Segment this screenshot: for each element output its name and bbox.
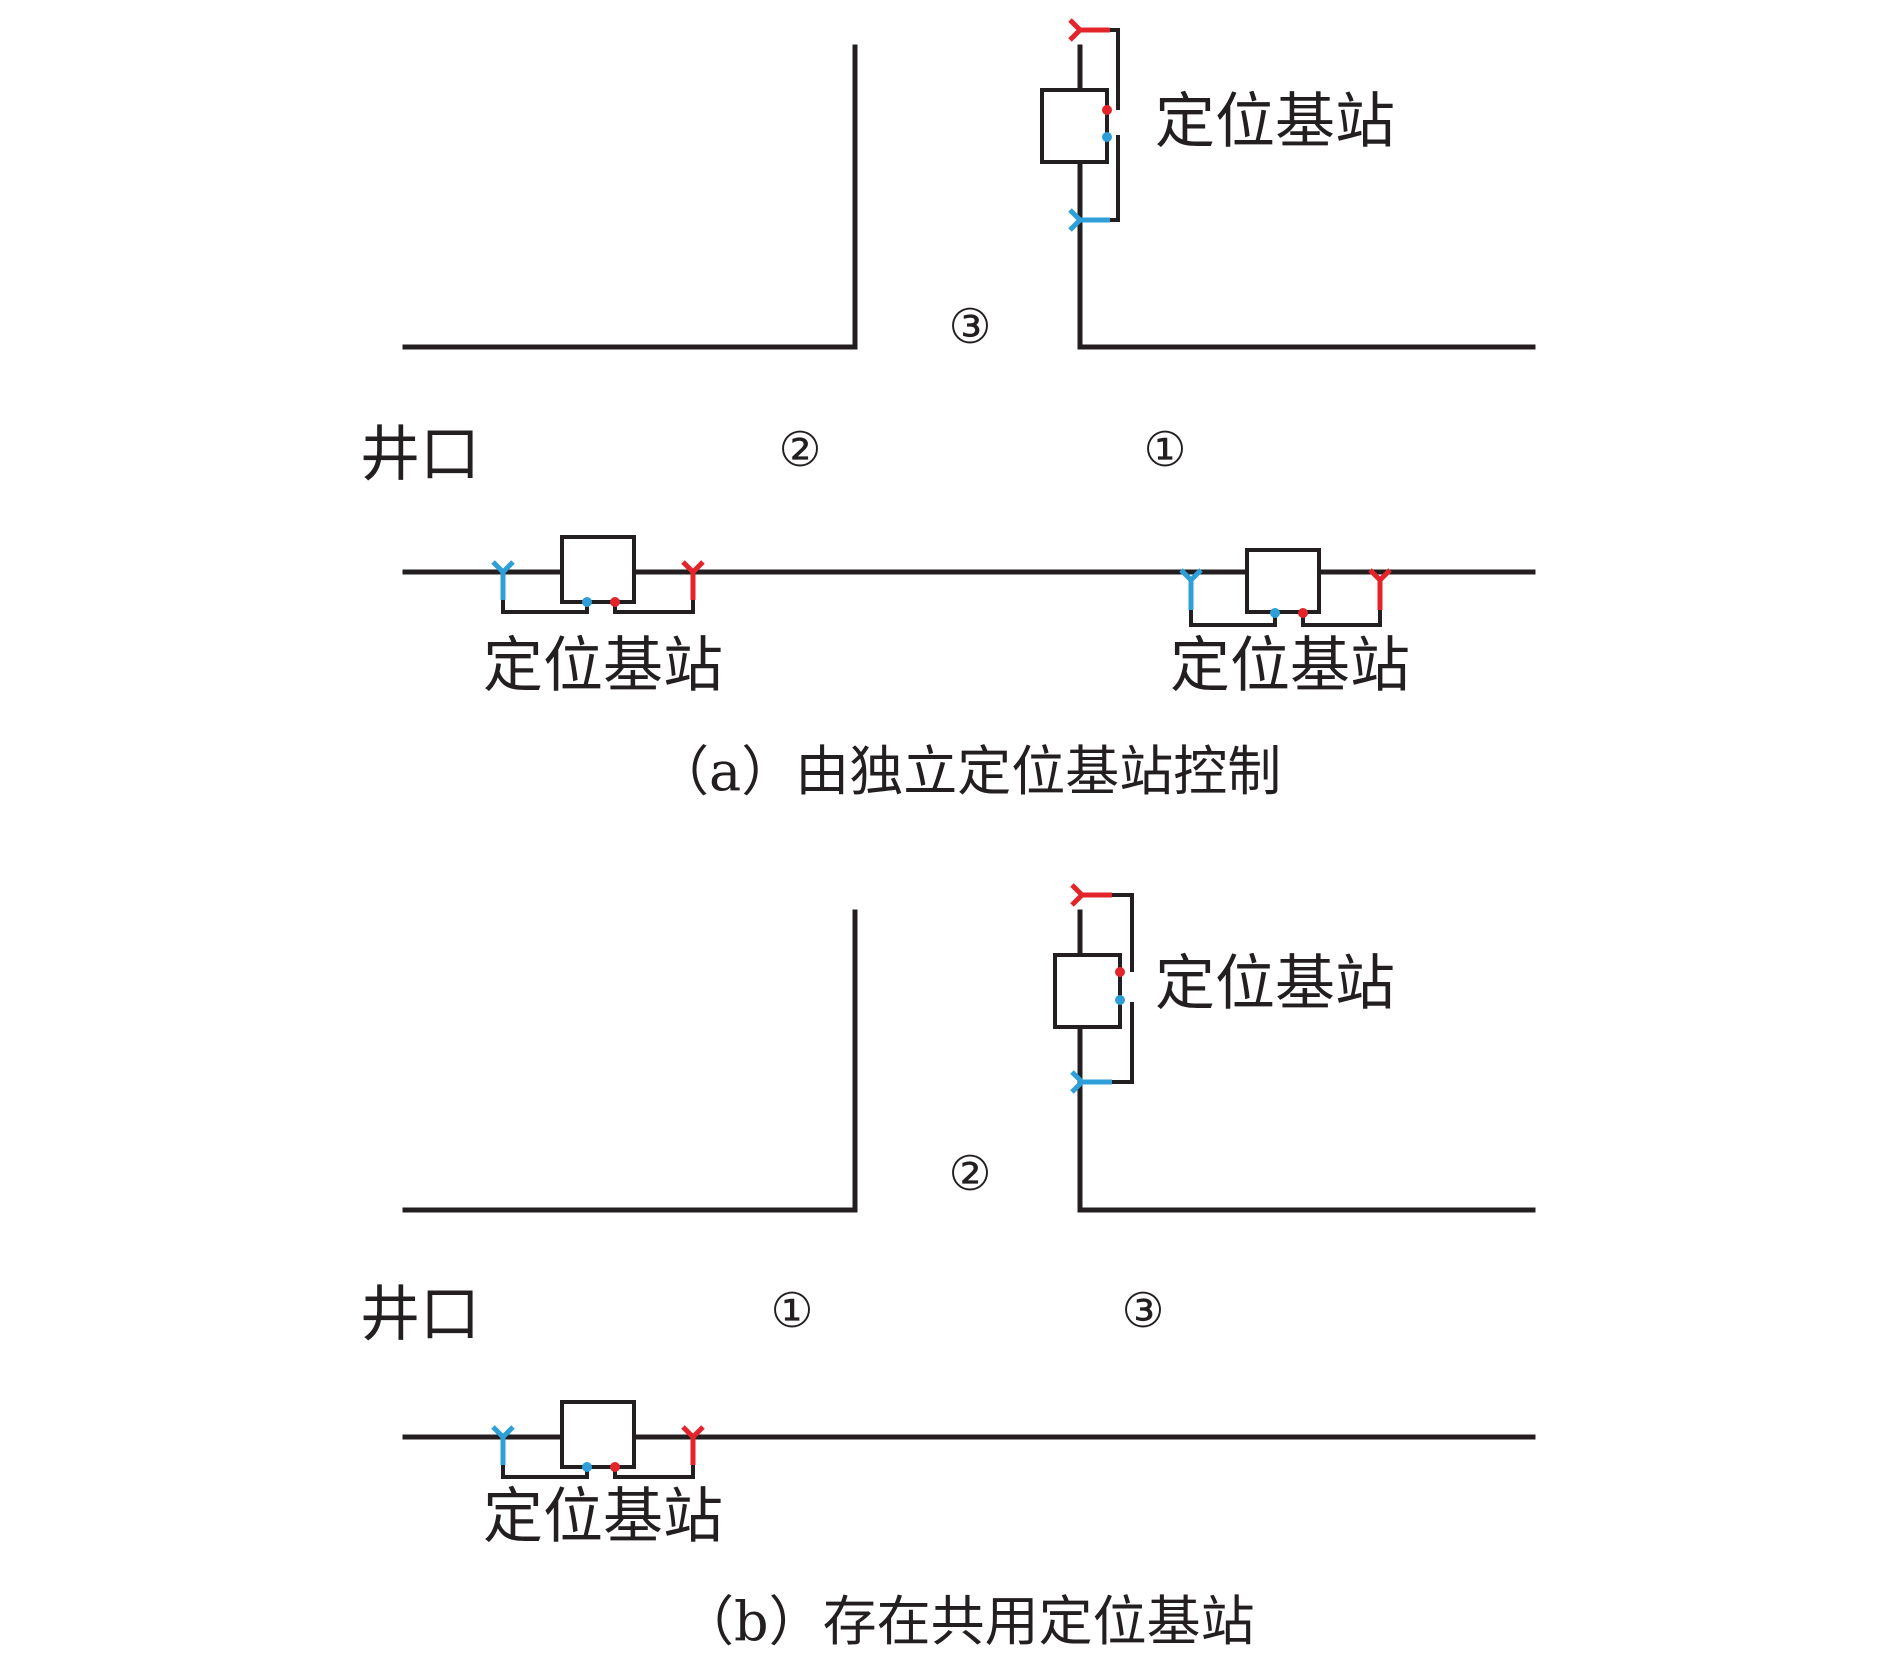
- blue-port-dot: [582, 1462, 592, 1472]
- base-station-left-a: [491, 535, 705, 614]
- base-station-vertical-b: [1053, 883, 1134, 1094]
- red-port-dot: [1102, 105, 1112, 115]
- zone-number-marker: ③: [948, 299, 991, 355]
- shaft-label: 井口: [360, 1280, 480, 1350]
- red-antenna-icon: [1068, 18, 1110, 42]
- zone-number-marker: ③: [1121, 1283, 1164, 1339]
- base-station-left-b: [491, 1400, 705, 1479]
- red-port-dot: [1115, 967, 1125, 977]
- station-label: 定位基站: [483, 631, 723, 701]
- blue-port-dot: [1270, 608, 1280, 618]
- panel-a: 定位基站 定位基站: [360, 18, 1536, 803]
- tunnel-wall-left-a: [402, 44, 858, 350]
- red-antenna-icon: [681, 1425, 705, 1465]
- caption-a: （a）由独立定位基站控制: [655, 740, 1281, 803]
- red-antenna-icon: [681, 560, 705, 600]
- station-label: 定位基站: [1170, 631, 1410, 701]
- red-antenna-icon: [1368, 568, 1392, 610]
- tunnel-wall-left-b: [402, 909, 858, 1213]
- blue-port-dot: [582, 597, 592, 607]
- zone-number-marker: ②: [778, 422, 821, 478]
- red-port-dot: [610, 1462, 620, 1472]
- red-port-dot: [1298, 608, 1308, 618]
- blue-antenna-icon: [491, 560, 515, 600]
- zone-number-marker: ②: [948, 1146, 991, 1202]
- base-station-box: [1040, 88, 1109, 164]
- blue-antenna-icon: [1070, 1070, 1112, 1094]
- base-station-box: [1053, 953, 1122, 1029]
- blue-port-dot: [1102, 132, 1112, 142]
- base-station-right-a: [1179, 548, 1392, 627]
- base-station-vertical-a: [1040, 18, 1120, 232]
- blue-port-dot: [1115, 995, 1125, 1005]
- red-port-dot: [610, 597, 620, 607]
- station-label: 定位基站: [1155, 949, 1395, 1019]
- caption-b: （b）存在共用定位基站: [680, 1590, 1255, 1653]
- red-antenna-icon: [1070, 883, 1112, 907]
- blue-antenna-icon: [1068, 208, 1110, 232]
- shaft-label: 井口: [360, 420, 480, 490]
- base-station-box: [1245, 548, 1321, 614]
- blue-antenna-icon: [491, 1425, 515, 1465]
- station-label: 定位基站: [1155, 87, 1395, 157]
- base-station-box: [560, 1400, 636, 1469]
- blue-antenna-icon: [1179, 568, 1203, 610]
- base-station-box: [560, 535, 636, 604]
- zone-number-marker: ①: [770, 1283, 813, 1339]
- panel-b: 定位基站 定位基站 ② ① ③ 井口 （b）存在共用定位基站: [360, 883, 1536, 1653]
- zone-number-marker: ①: [1143, 422, 1186, 478]
- station-label: 定位基站: [483, 1482, 723, 1552]
